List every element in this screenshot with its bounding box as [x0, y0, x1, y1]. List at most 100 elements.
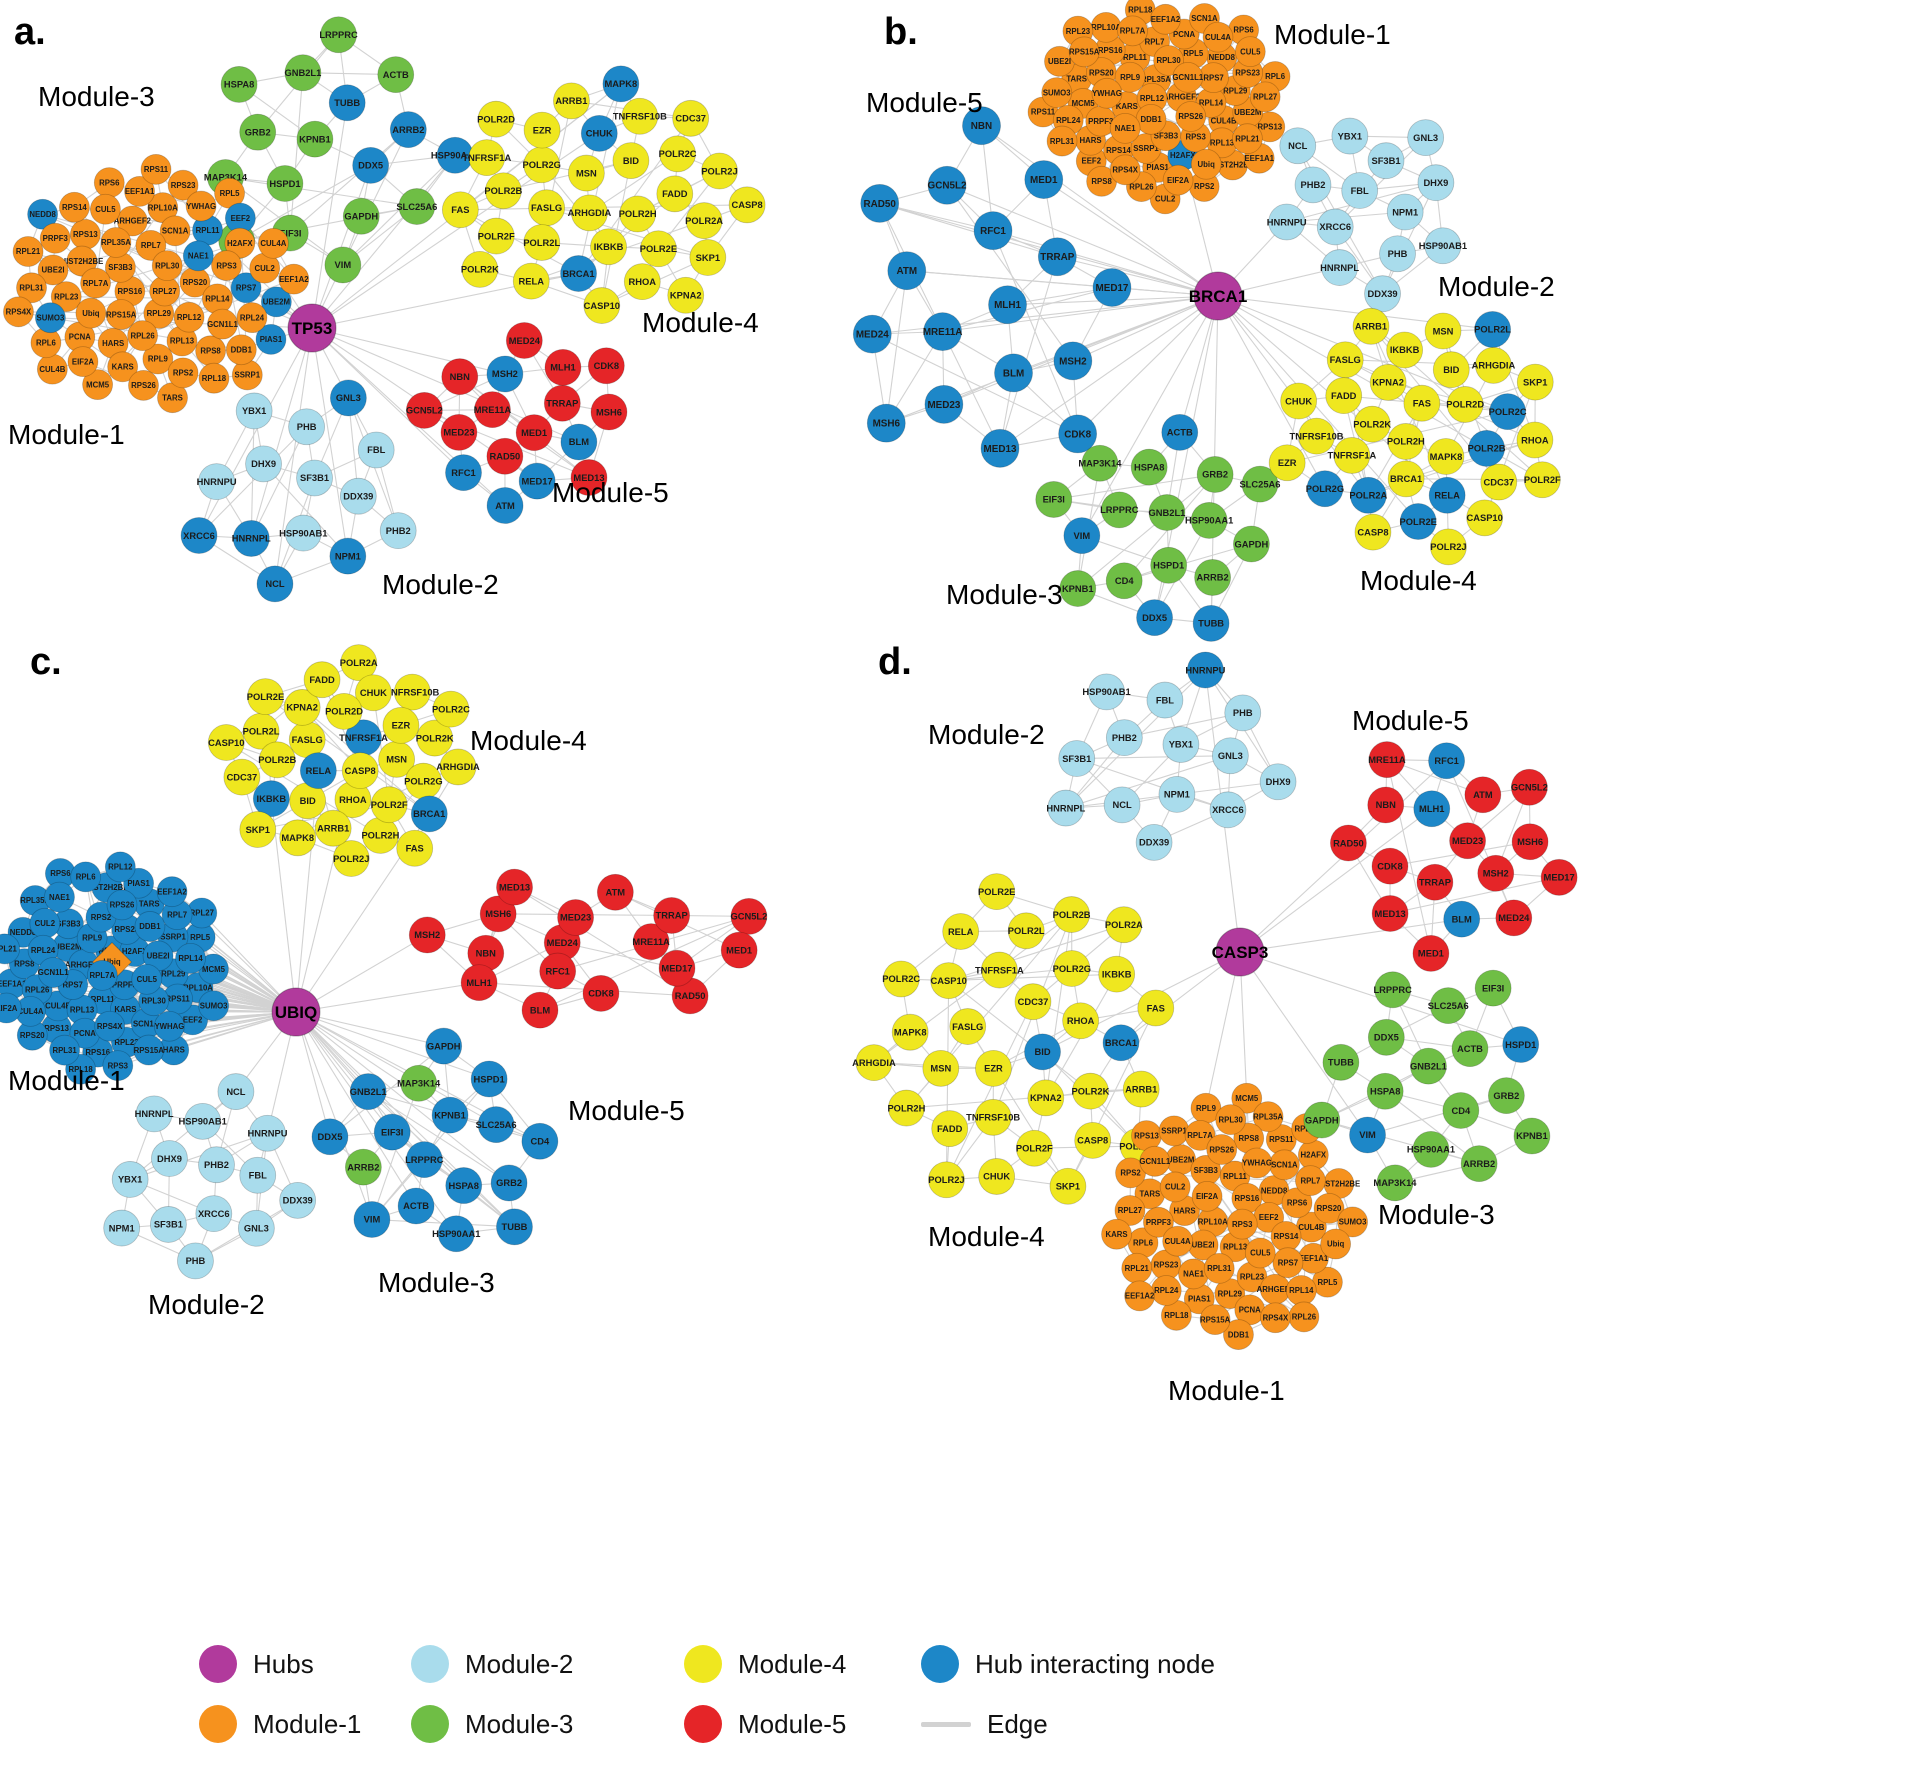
- gene-node: [1137, 989, 1175, 1027]
- gene-label: RPL7: [141, 241, 161, 250]
- gene-label: NBN: [450, 372, 470, 382]
- gene-label: CUL2: [1165, 1183, 1186, 1192]
- gene-node: [1281, 1187, 1313, 1219]
- module-label: Module-5: [1352, 705, 1469, 736]
- gene-node: [1184, 1119, 1216, 1151]
- gene-label: MED17: [1096, 283, 1129, 294]
- gene-label: TNFRSF1A: [1327, 451, 1376, 461]
- gene-label: MLH1: [994, 300, 1021, 311]
- gene-label: HNRNPL: [1046, 803, 1085, 813]
- gene-label: CDC37: [227, 772, 258, 782]
- gene-label: POLR2L: [1474, 325, 1511, 335]
- gene-label: H2AFX: [1170, 151, 1196, 160]
- gene-label: DHX9: [157, 1154, 182, 1164]
- gene-label: RPS26: [110, 901, 135, 910]
- gene-node: [324, 246, 362, 284]
- gene-label: TARS: [139, 899, 160, 908]
- gene-node: [67, 346, 99, 378]
- gene-node: [239, 1156, 277, 1194]
- edge: [129, 1091, 237, 1180]
- gene-label: FASLG: [292, 735, 323, 745]
- gene-label: SCN1A: [133, 1019, 160, 1028]
- gene-label: EIF2A: [1167, 176, 1189, 185]
- gene-node: [1464, 776, 1502, 814]
- gene-node: [505, 322, 543, 359]
- gene-label: EEF2: [183, 1016, 203, 1025]
- gene-label: YWHAG: [154, 1022, 184, 1031]
- gene-node: [1399, 503, 1437, 540]
- gene-label: FADD: [1331, 391, 1357, 401]
- gene-node: [1037, 237, 1077, 277]
- gene-node: [1211, 737, 1249, 775]
- gene-label: ACTB: [1167, 428, 1193, 438]
- gene-node: [12, 236, 44, 267]
- gene-label: MED24: [856, 330, 889, 341]
- gene-node: [1046, 125, 1078, 157]
- gene-label: DDB1: [139, 922, 161, 931]
- gene-label: RPL30: [155, 261, 180, 270]
- edge: [946, 184, 1074, 362]
- gene-node: [855, 1044, 893, 1082]
- gene-node: [75, 297, 107, 329]
- gene-node: [239, 113, 277, 151]
- gene-label: PHB2: [1301, 180, 1326, 190]
- gene-label: RPS16: [117, 287, 142, 296]
- gene-label: CD4: [1451, 1106, 1470, 1116]
- gene-label: MSN: [930, 1064, 951, 1074]
- gene-label: TNFRSF10B: [385, 687, 439, 697]
- gene-label: HIST2H2BE: [1211, 161, 1254, 170]
- gene-label: RPS16: [85, 1048, 110, 1057]
- hub-label: CASP3: [1212, 943, 1269, 962]
- gene-node: [1516, 363, 1554, 401]
- gene-label: XRCC6: [1212, 805, 1244, 815]
- gene-label: LRPPRC: [319, 30, 358, 40]
- gene-label: POLR2F: [478, 231, 515, 241]
- edge: [371, 1083, 420, 1220]
- edge: [948, 980, 1091, 1092]
- gene-label: TRRAP: [546, 398, 578, 408]
- gene-node: [1295, 1165, 1326, 1197]
- gene-node: [1513, 1117, 1551, 1155]
- gene-label: H2AFX: [227, 239, 253, 248]
- gene-label: POLR2D: [1446, 400, 1484, 410]
- gene-node: [557, 899, 594, 936]
- gene-node: [1495, 899, 1533, 937]
- gene-node: [1259, 763, 1297, 801]
- hub-edge: [1057, 256, 1219, 297]
- gene-label: RPL13: [70, 1006, 95, 1015]
- gene-label: NCL: [1288, 141, 1307, 151]
- gene-label: RPL31: [1050, 137, 1075, 146]
- gene-label: HNRNPU: [1267, 217, 1307, 227]
- gene-node: [27, 198, 59, 230]
- gene-node: [357, 431, 395, 469]
- gene-label: EEF1A2: [1151, 15, 1181, 24]
- module-label: Module-5: [568, 1095, 685, 1126]
- gene-label: H2AFX: [1301, 1151, 1327, 1160]
- edge: [236, 164, 371, 242]
- gene-label: TRRAP: [1419, 878, 1451, 888]
- gene-label: GAPDH: [1235, 539, 1269, 549]
- gene-label: HSP90AB1: [1082, 687, 1130, 697]
- gene-label: EEF2: [1259, 1213, 1279, 1222]
- hub-edge: [1239, 951, 1368, 1136]
- gene-label: SF3B1: [1371, 156, 1400, 166]
- panel-letter: a.: [14, 11, 46, 53]
- gene-node: [135, 229, 167, 261]
- gene-label: RPL10A: [1198, 1217, 1228, 1226]
- gene-label: ARRB2: [392, 125, 424, 135]
- gene-label: H2AFX: [122, 947, 148, 956]
- gene-label: MED1: [1030, 175, 1058, 186]
- gene-label: RPS14: [1106, 146, 1131, 155]
- gene-label: RPL9: [1196, 1104, 1217, 1113]
- gene-label: BRCA1: [413, 809, 445, 819]
- gene-node: [217, 1073, 255, 1110]
- gene-label: KARS: [1106, 1230, 1128, 1239]
- gene-node: [100, 227, 132, 258]
- edge: [1321, 1119, 1480, 1165]
- gene-label: POLR2E: [978, 887, 1015, 897]
- gene-label: GAPDH: [344, 212, 378, 222]
- gene-label: HSPD1: [1505, 1040, 1536, 1050]
- gene-label: SLC25A6: [476, 1120, 517, 1130]
- gene-node: [1403, 384, 1441, 422]
- gene-label: DDX5: [1142, 613, 1167, 623]
